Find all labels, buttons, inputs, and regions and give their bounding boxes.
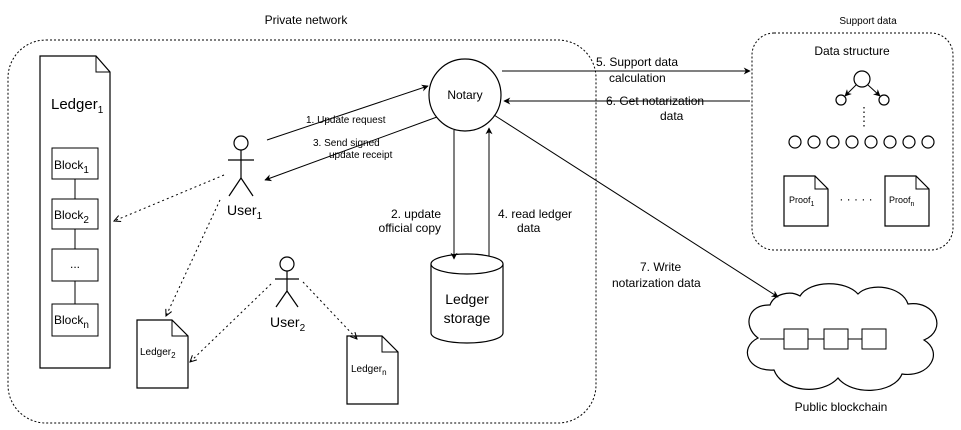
ledger1-label: Ledger1: [51, 96, 104, 116]
public-blockchain-label: Public blockchain: [795, 400, 888, 414]
step6-label-1: 6. Get notarization: [606, 94, 704, 108]
block-ellipsis-label: ...: [70, 257, 80, 271]
block-n[interactable]: [51, 303, 99, 337]
ledger-storage-label-2: storage: [444, 310, 491, 326]
support-data-title: Support data: [839, 16, 897, 27]
arrow-signed-receipt: [264, 116, 438, 182]
proof1-document[interactable]: [783, 175, 829, 227]
private-network-title: Private network: [265, 13, 349, 27]
step2-label-1: 2. update: [391, 207, 441, 221]
step1-label: 1. Update request: [306, 115, 386, 126]
ledger2-label: Ledger2: [140, 347, 176, 360]
step7-label-2: notarization data: [612, 276, 701, 290]
proof-ellipsis: · · · · ·: [839, 192, 872, 206]
arrow-user1-to-ledger1: [114, 174, 225, 221]
tree-edge-right: [867, 84, 881, 97]
chain-block[interactable]: [783, 328, 809, 350]
chain-block[interactable]: [823, 328, 849, 350]
step6-label-2: data: [660, 109, 684, 123]
block-ellipsis[interactable]: [51, 248, 99, 282]
step4-label-1: 4. read ledger: [498, 207, 572, 221]
user2-label: User2: [270, 314, 306, 334]
block-2[interactable]: [51, 198, 99, 230]
step5-label-1: 5. Support data: [596, 55, 678, 69]
ledger2-document[interactable]: [136, 319, 189, 389]
tree-leaf[interactable]: [864, 135, 878, 149]
arrow-update-request: [266, 84, 429, 141]
step4-label-2: data: [517, 221, 541, 235]
step3-label-2: update receipt: [329, 150, 393, 161]
tree-leaf[interactable]: [826, 135, 840, 149]
private-network-container: [7, 39, 597, 424]
chain-block[interactable]: [861, 328, 887, 350]
block-n-label: Blockn: [54, 313, 89, 331]
user1-label: User1: [227, 202, 263, 222]
arrow-user2-to-ledger2: [190, 283, 272, 362]
proofn-label: Proofn: [889, 195, 915, 208]
proofn-document[interactable]: [884, 175, 930, 227]
user1-figure[interactable]: [228, 135, 254, 197]
step5-label-2: calculation: [609, 71, 666, 85]
block-1-label: Block1: [54, 158, 89, 176]
notary-node[interactable]: [428, 58, 502, 132]
step7-label-1: 7. Write: [640, 260, 681, 274]
user2-figure[interactable]: [275, 256, 299, 308]
support-data-container: [751, 32, 954, 251]
arrow-write-notarization-data: [493, 114, 779, 298]
ledgern-label: Ledgern: [351, 364, 387, 377]
notary-label: Notary: [447, 88, 482, 102]
tree-edge-left: [844, 84, 857, 97]
ledger-storage-cylinder[interactable]: [430, 253, 504, 344]
arrow-user2-to-ledgern: [302, 281, 357, 339]
tree-child-right[interactable]: [878, 94, 890, 106]
step2-label-2: official copy: [379, 221, 441, 235]
proof1-label: Proof1: [789, 195, 815, 208]
tree-leaf-row: [788, 135, 935, 149]
ledgern-document[interactable]: [346, 335, 399, 405]
step3-label-1: 3. Send signed: [313, 138, 380, 149]
tree-leaf[interactable]: [883, 135, 897, 149]
block-2-label: Block2: [54, 208, 89, 226]
ledger-storage-label-1: Ledger: [445, 291, 489, 307]
tree-leaf[interactable]: [921, 135, 935, 149]
tree-leaf[interactable]: [845, 135, 859, 149]
tree-leaf[interactable]: [807, 135, 821, 149]
tree-leaf[interactable]: [902, 135, 916, 149]
tree-child-left[interactable]: [835, 94, 847, 106]
data-structure-title: Data structure: [814, 44, 890, 58]
tree-root-node[interactable]: [853, 70, 871, 88]
arrow-user1-to-ledger2: [166, 199, 221, 316]
block-1[interactable]: [51, 147, 99, 180]
tree-leaf[interactable]: [788, 135, 802, 149]
